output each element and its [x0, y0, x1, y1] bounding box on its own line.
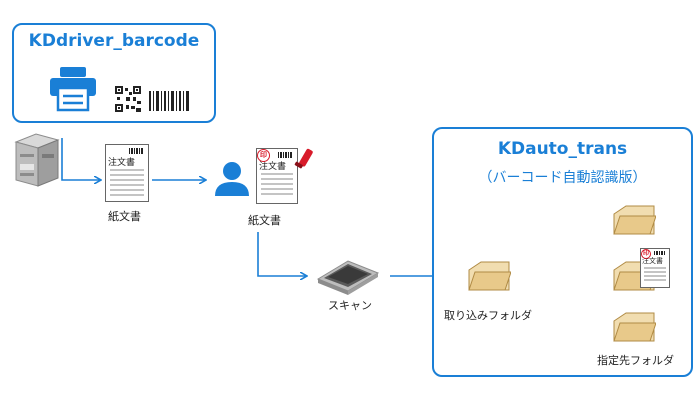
stamped-document: 注文書 印 [256, 148, 298, 204]
auto-trans-subtitle: （バーコード自動認識版） [478, 170, 647, 186]
printer-icon [50, 67, 96, 112]
document-header: 注文書 [642, 257, 663, 265]
document-header: 注文書 [259, 162, 287, 172]
qr-code-icon [115, 86, 141, 112]
import-folder-label: 取り込みフォルダ [444, 309, 532, 322]
seal-stamp: 印 [257, 149, 270, 162]
destination-folder-label: 指定先フォルダ [597, 354, 674, 367]
paper-document-label: 紙文書 [248, 214, 281, 227]
paper-document: 注文書 [105, 144, 149, 202]
barcode-icon [149, 91, 189, 111]
scan-label: スキャン [328, 299, 372, 312]
stamp-pen-icon [294, 148, 313, 169]
folder-icon [613, 205, 656, 235]
auto-trans-title: KDauto_trans [497, 139, 628, 159]
scanner-icon [316, 260, 380, 295]
user-icon [215, 162, 249, 196]
document-icon [105, 144, 149, 202]
document-header: 注文書 [108, 158, 136, 168]
copier-icon [14, 133, 60, 187]
driver-box: KDdriver_barcode [12, 23, 216, 123]
paper-document-label: 紙文書 [108, 210, 141, 223]
folder-icon [468, 261, 511, 291]
seal-stamp: 印 [641, 249, 651, 259]
driver-box-title: KDdriver_barcode [28, 31, 200, 51]
stamped-document-small: 注文書 印 [640, 248, 670, 288]
folder-icon [613, 312, 656, 342]
